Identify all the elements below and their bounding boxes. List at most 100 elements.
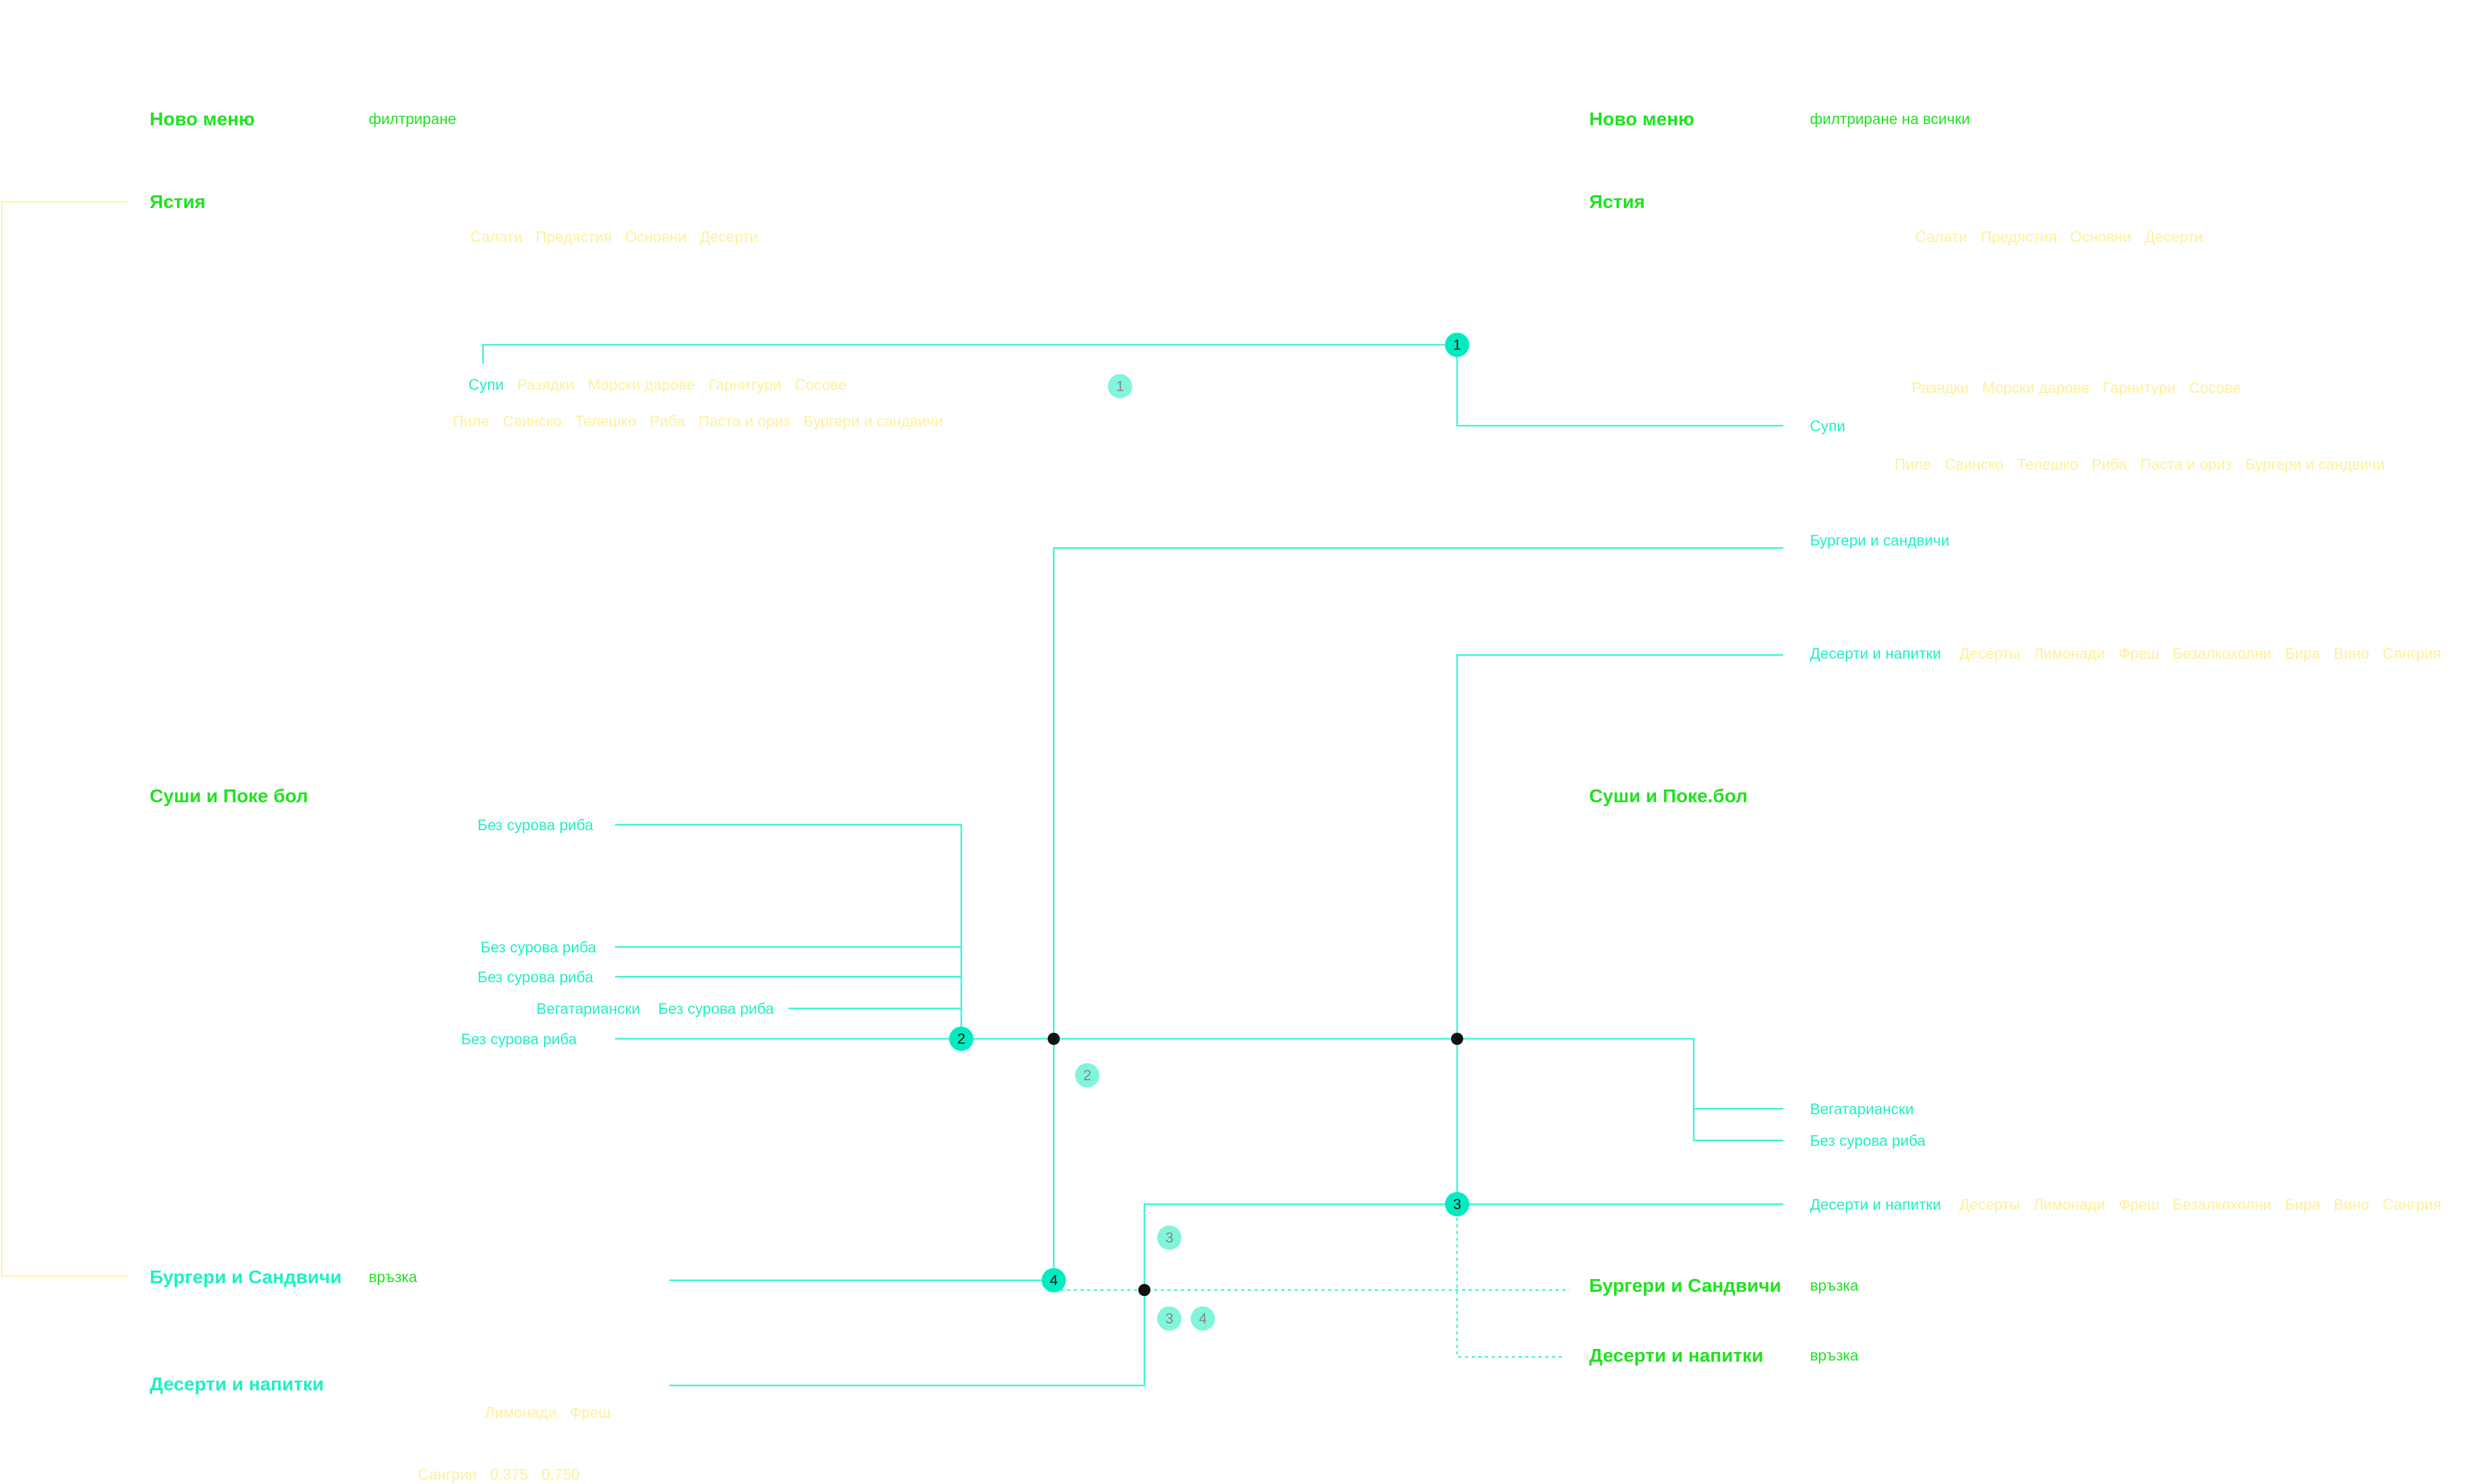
option[interactable]: Лимонади: [2033, 645, 2105, 662]
option[interactable]: Вино: [2334, 645, 2369, 662]
junction-dot: [1048, 1033, 1060, 1045]
right-filter-link[interactable]: филтриране на всички: [1810, 111, 1970, 128]
svg-text:4: 4: [1199, 1311, 1206, 1327]
right-food-row1: Салати Предястия Основни Десерти: [1915, 229, 2203, 246]
option[interactable]: Пиле: [453, 413, 489, 430]
svg-text:4: 4: [1049, 1272, 1057, 1289]
svg-text:1: 1: [1116, 378, 1124, 395]
option[interactable]: Телешко: [2017, 456, 2078, 473]
sushi-option[interactable]: Без сурова риба: [481, 939, 596, 956]
option[interactable]: Риба: [650, 413, 685, 430]
left-section-food: Ястия: [150, 191, 206, 212]
option[interactable]: 0,750: [541, 1466, 580, 1483]
right-burgers-relation[interactable]: връзка: [1810, 1277, 1859, 1294]
option[interactable]: Фреш: [570, 1404, 611, 1421]
svg-text:1: 1: [1453, 337, 1461, 353]
option[interactable]: Лимонади: [2033, 1196, 2105, 1213]
right-desserts-relation[interactable]: връзка: [1810, 1347, 1859, 1364]
node-3[interactable]: 3: [1445, 1192, 1469, 1216]
sushi-option[interactable]: Без сурова риба: [461, 1031, 577, 1048]
left-burgers-link[interactable]: връзка: [369, 1269, 417, 1286]
left-section-burgers: Бургери и Сандвичи: [150, 1266, 342, 1288]
left-title: Ново меню: [150, 108, 255, 130]
option[interactable]: Основни: [2070, 229, 2131, 246]
option[interactable]: Фреш: [2118, 1196, 2159, 1213]
faded-marker-1: 1: [1108, 374, 1132, 398]
option[interactable]: Бургери и сандвичи: [2246, 456, 2385, 473]
option[interactable]: Салати: [470, 229, 523, 246]
node-4[interactable]: 4: [1042, 1268, 1066, 1292]
node-1[interactable]: 1: [1445, 333, 1469, 357]
right-veg-link[interactable]: Вегатариански: [1810, 1101, 1914, 1118]
option[interactable]: 0,375: [490, 1466, 529, 1483]
option[interactable]: Разядки: [1912, 380, 1969, 397]
option[interactable]: Риба: [2092, 456, 2127, 473]
option[interactable]: Салати: [1915, 229, 1968, 246]
option[interactable]: Гарнитури: [709, 376, 782, 394]
option[interactable]: Предястия: [1981, 229, 2057, 246]
option[interactable]: Свинско: [1944, 456, 2003, 473]
option[interactable]: Морски дарове: [1982, 380, 2089, 397]
option[interactable]: Разядки: [517, 376, 574, 394]
option[interactable]: Безалкохолни: [2173, 645, 2272, 662]
option[interactable]: Десерти: [2145, 229, 2203, 246]
option[interactable]: Паста и ориз: [2140, 456, 2232, 473]
option[interactable]: Фреш: [2118, 645, 2159, 662]
junction-dot: [1138, 1284, 1150, 1296]
option[interactable]: Основни: [625, 229, 686, 246]
option[interactable]: Гарнитури: [2103, 380, 2176, 397]
option[interactable]: Лимонади: [485, 1404, 557, 1421]
right-burgers-link[interactable]: Бургери и сандвичи: [1810, 532, 1949, 549]
option[interactable]: Телешко: [575, 413, 636, 430]
right-section-food: Ястия: [1589, 191, 1645, 212]
left-section-desserts: Десерти и напитки: [150, 1373, 324, 1395]
sushi-option-veg[interactable]: Вегатариански: [536, 1000, 640, 1018]
faded-marker-3: 3: [1157, 1226, 1182, 1250]
option[interactable]: Безалкохолни: [2173, 1196, 2272, 1213]
option[interactable]: Сангрия: [418, 1466, 477, 1483]
right-section-sushi: Суши и Поке.бол: [1589, 785, 1747, 806]
option[interactable]: Сосове: [2189, 380, 2241, 397]
option[interactable]: Бира: [2285, 1196, 2320, 1213]
option[interactable]: Пиле: [1895, 456, 1931, 473]
left-filter-link[interactable]: филтриране: [369, 111, 456, 128]
sushi-option[interactable]: Без сурова риба: [478, 817, 593, 834]
option[interactable]: Десерты: [1959, 645, 2020, 662]
left-food-row3: Пиле Свинско Телешко Риба Паста и ориз Бургер…: [453, 413, 943, 430]
junction-dot: [1451, 1033, 1463, 1045]
desserts-link[interactable]: Десерти и напитки: [1810, 645, 1941, 662]
option[interactable]: Морски дарове: [588, 376, 695, 394]
faded-marker-3b: 3: [1157, 1306, 1182, 1331]
option[interactable]: Десерти: [700, 229, 758, 246]
option[interactable]: Паста и ориз: [698, 413, 790, 430]
option[interactable]: Свинско: [503, 413, 562, 430]
svg-text:3: 3: [1165, 1311, 1173, 1327]
node-2[interactable]: 2: [949, 1027, 973, 1051]
svg-text:3: 3: [1165, 1230, 1173, 1246]
left-food-row2: Супи Разядки Морски дарове Гарнитури Сосове: [468, 376, 847, 394]
right-desserts-row-2: Десерти и напитки Десерты Лимонади Фреш Беза…: [1810, 1196, 2442, 1213]
faded-marker-2: 2: [1075, 1063, 1099, 1087]
right-title: Ново меню: [1589, 108, 1694, 130]
desserts-link[interactable]: Десерти и напитки: [1810, 1196, 1941, 1213]
option[interactable]: Сангрия: [2382, 1196, 2442, 1213]
option[interactable]: Десерты: [1959, 1196, 2020, 1213]
option[interactable]: Бургери и сандвичи: [804, 413, 943, 430]
option[interactable]: Вино: [2334, 1196, 2369, 1213]
right-desserts-row-1: Десерти и напитки Десерты Лимонади Фреш Беза…: [1810, 645, 2442, 662]
svg-text:3: 3: [1453, 1196, 1461, 1213]
option[interactable]: Предястия: [536, 229, 612, 246]
option[interactable]: Сангрия: [2382, 645, 2442, 662]
svg-text:2: 2: [1083, 1067, 1091, 1084]
right-no-raw-fish-link[interactable]: Без сурова риба: [1810, 1132, 1926, 1149]
food-to-burgers-connector: [1, 201, 127, 1277]
sushi-option[interactable]: Без сурова риба: [478, 969, 593, 986]
left-food-row1: Салати Предястия Основни Десерти: [470, 229, 758, 246]
option-soups[interactable]: Супи: [468, 376, 504, 394]
sushi-option[interactable]: Без сурова риба: [658, 1000, 774, 1018]
left-desserts-row1: Лимонади Фреш: [485, 1404, 611, 1421]
option[interactable]: Бира: [2285, 645, 2320, 662]
option[interactable]: Сосове: [795, 376, 847, 394]
right-soups-link[interactable]: Супи: [1810, 418, 1845, 435]
left-desserts-row2: Сангрия 0,375 0,750: [418, 1466, 580, 1483]
